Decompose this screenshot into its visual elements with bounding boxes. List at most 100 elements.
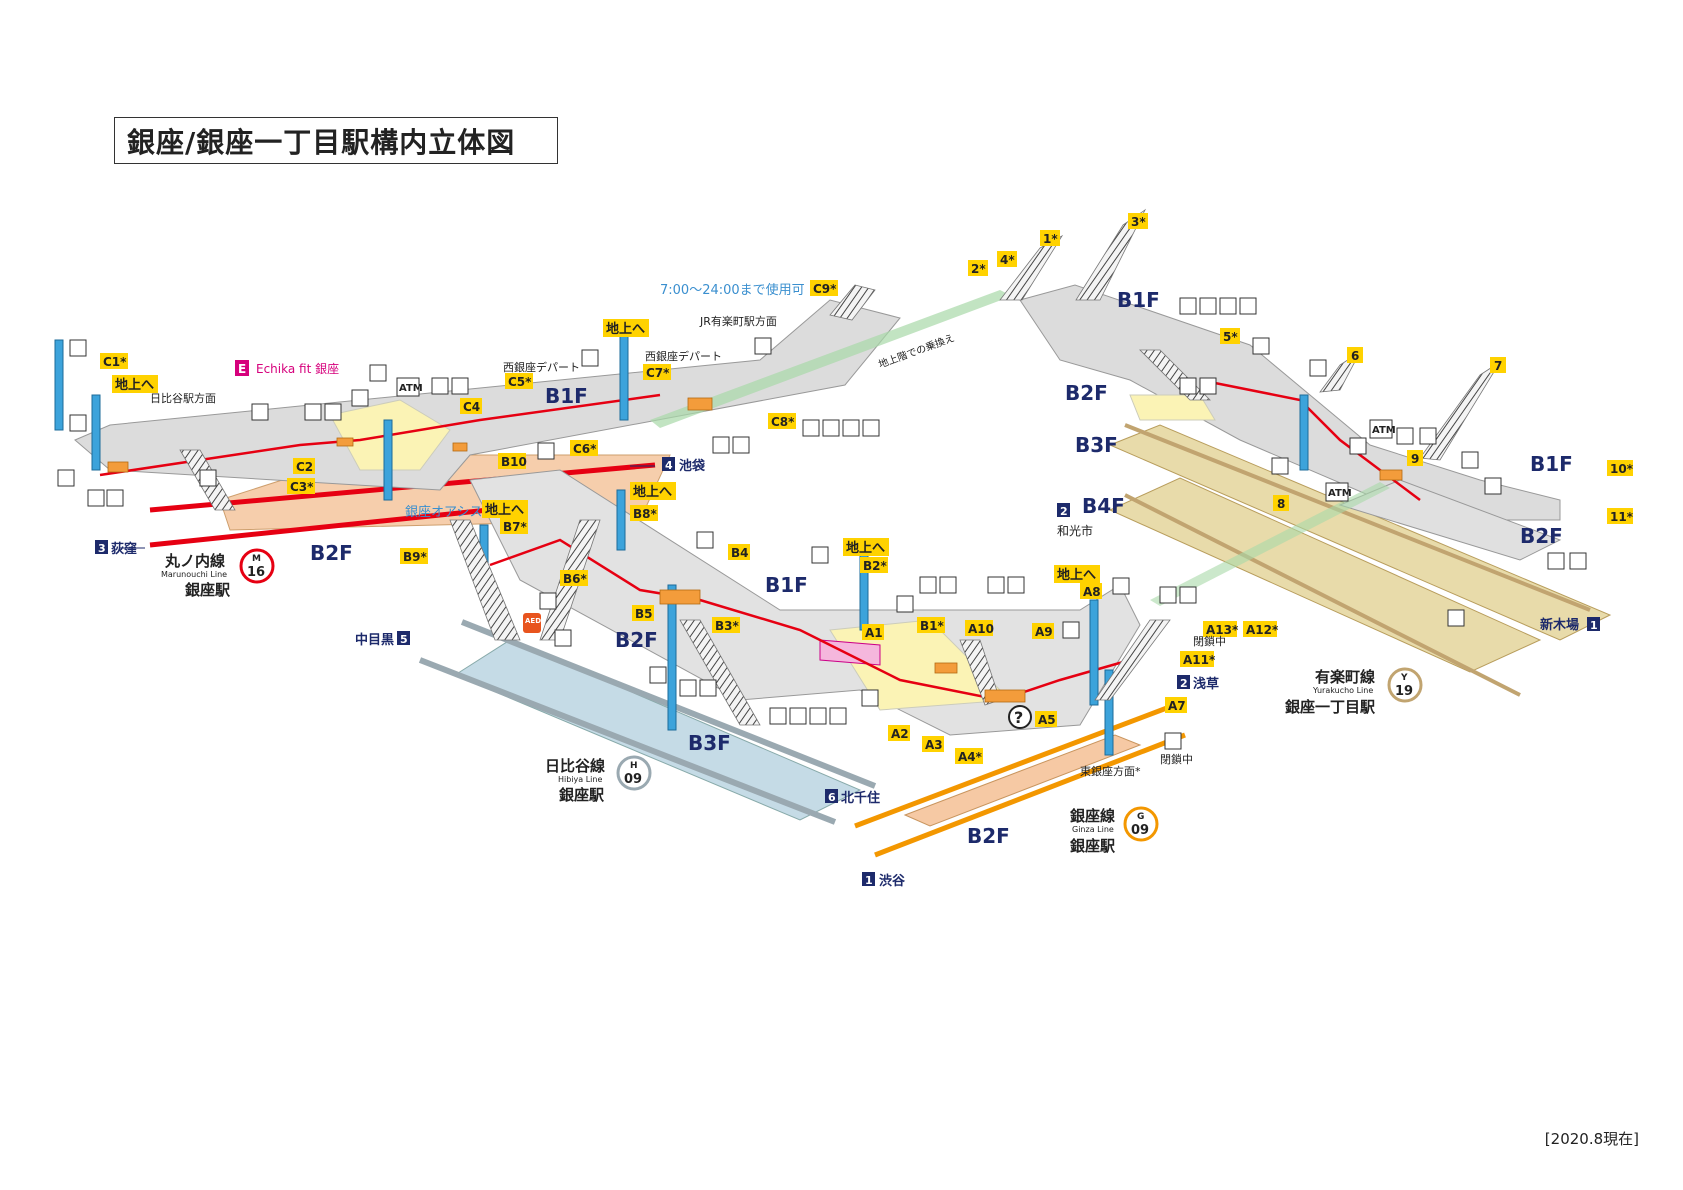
nursing-room-icon [842,419,860,437]
elevator-icon [69,339,87,357]
to-ground-b2: 地上へ [843,538,889,556]
svg-text:C6*: C6* [573,442,597,456]
exit-b1: B1* [917,617,945,633]
atm-icon: ATM [1325,482,1352,502]
floor-label-b2f-right: B2F [1520,524,1563,548]
floor-label-b3f-yurakucho: B3F [1075,433,1118,457]
exit-b5: B5 [632,605,654,621]
exit-y3: 3* [1128,213,1148,229]
floor-label-b1f-yurakucho: B1F [1117,288,1160,312]
svg-text:A12*: A12* [1246,623,1279,637]
svg-text:Marunouchi Line: Marunouchi Line [161,570,227,579]
ticket-machine-icon [679,679,697,697]
note-nishiginza-dept-2: 西銀座デパート [645,349,722,363]
to-ground-a8: 地上へ [1054,565,1100,583]
exit-c5: C5* [505,373,533,389]
svg-text:北千住: 北千住 [841,790,880,806]
svg-text:B4: B4 [731,546,749,560]
svg-text:B5: B5 [635,607,653,621]
svg-text:10*: 10* [1610,462,1634,476]
svg-text:A11*: A11* [1183,653,1216,667]
svg-text:銀座線: 銀座線 [1070,807,1115,825]
nursing-room-icon [809,707,827,725]
svg-text:3*: 3* [1131,215,1146,229]
exit-y2: 2* [968,260,988,276]
note-closed-1: 閉鎖中 [1193,634,1226,648]
exit-y8: 8 [1273,495,1289,511]
direction-nakameguro: 5 中目黒 [355,631,410,648]
svg-text:AED: AED [525,617,541,625]
svg-text:地上へ: 地上へ [846,540,885,556]
svg-text:銀座駅: 銀座駅 [559,786,605,804]
svg-text:8: 8 [1277,497,1285,511]
stairlift-icon [251,403,269,421]
aed-icon: AED [523,613,541,633]
toilet-icon [802,419,820,437]
ticket-machine-icon [919,576,937,594]
yurakucho-floors [1108,423,1612,697]
svg-text:M: M [252,554,261,564]
wheelchair-icon [57,469,75,487]
svg-text:C3*: C3* [290,480,314,494]
svg-text:A5: A5 [1038,713,1056,727]
floor-label-b1f-hibiya: B1F [765,573,808,597]
svg-text:地上へ: 地上へ [115,377,154,393]
note-hibiya-direction: 日比谷駅方面 [150,391,216,405]
ticket-machine-icon [537,442,555,460]
exit-a13: A13* [1203,621,1239,637]
exit-y4: 4* [997,251,1017,267]
fare-adjust-icon [539,592,557,610]
walkway-transfer [650,290,1390,606]
svg-text:Hibiya Line: Hibiya Line [558,775,602,784]
exit-b8: B8* [630,505,658,521]
ticket-machine-icon [451,377,469,395]
ticket-machine-icon [87,489,105,507]
toilet-icon [1239,297,1257,315]
svg-text:日比谷線: 日比谷線 [545,757,605,775]
svg-text:有楽町線: 有楽町線 [1315,668,1375,686]
atm-icon: ATM [1369,419,1396,439]
toilet-icon [769,707,787,725]
elevator-icon [581,349,599,367]
svg-text:7: 7 [1494,359,1502,373]
exit-y7: 7 [1490,357,1506,373]
ticket-machine-icon [696,531,714,549]
svg-text:A1: A1 [865,626,883,640]
elevator-icon [69,414,87,432]
floor-label-b2f-marunouchi: B2F [310,541,353,565]
fare-adjust-icon [712,436,730,454]
svg-text:B9*: B9* [403,550,427,564]
ticket-machine-icon [1419,427,1437,445]
exit-c7: C7* [643,364,671,380]
line-badge-yurakucho: 有楽町線 Yurakucho Line 銀座一丁目駅 Y 19 [1285,667,1423,716]
svg-text:C2: C2 [296,460,313,474]
svg-text:ATM: ATM [399,383,423,394]
wheelchair-icon [1199,297,1217,315]
svg-text:銀座一丁目駅: 銀座一丁目駅 [1285,698,1376,716]
svg-text:B6*: B6* [563,572,587,586]
exit-a1: A1 [862,624,884,640]
svg-text:渋谷: 渋谷 [879,873,906,889]
exit-c4: C4 [460,398,482,414]
exit-c6: C6* [570,440,598,456]
exit-b3: B3* [712,617,740,633]
svg-text:C9*: C9* [813,282,837,296]
exit-a12: A12* [1243,621,1279,637]
to-ground-left: 地上へ [112,375,158,393]
exit-a11: A11* [1180,651,1216,667]
fare-adjust-icon [324,403,342,421]
exit-y1: 1* [1040,230,1060,246]
svg-text:地上へ: 地上へ [606,321,645,337]
toilet-icon [1179,297,1197,315]
note-oasis: 銀座オアシス [405,505,482,520]
svg-text:A9: A9 [1035,625,1053,639]
svg-text:16: 16 [247,565,265,580]
exit-c1: C1* [100,353,128,369]
exit-y9: 9 [1407,450,1423,466]
svg-text:E: E [238,362,246,376]
fare-adjust-icon [1396,427,1414,445]
fare-adjust-icon [939,576,957,594]
svg-text:地上へ: 地上へ [485,502,524,518]
page-title: 銀座/銀座一丁目駅構内立体図 [114,117,558,164]
